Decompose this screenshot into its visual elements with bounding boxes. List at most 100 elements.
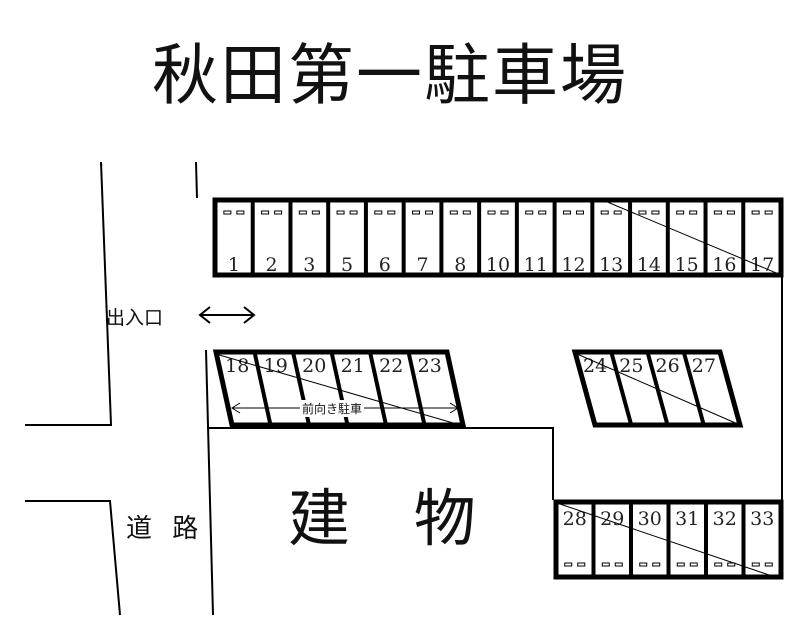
stall-number: 33 bbox=[750, 508, 774, 530]
stall-number: 16 bbox=[712, 254, 736, 276]
road-edge-entrance bbox=[195, 161, 198, 199]
front-parking-label: 前向き駐車 bbox=[300, 400, 365, 417]
wheel-stop-mark bbox=[727, 562, 736, 567]
stall-number: 15 bbox=[675, 254, 699, 276]
stall-number: 21 bbox=[341, 355, 365, 377]
stall-number: 28 bbox=[563, 508, 587, 530]
stall-row-middle_right: 24 25 26 27 bbox=[571, 349, 744, 428]
wheel-stop-mark bbox=[349, 210, 358, 215]
stall-number: 26 bbox=[656, 355, 680, 377]
wheel-stop-mark bbox=[639, 562, 648, 567]
stall-number: 6 bbox=[379, 254, 391, 276]
wheel-stop-mark bbox=[575, 210, 584, 215]
cross-out-line bbox=[556, 502, 776, 578]
stall-divider bbox=[368, 351, 388, 426]
wheel-stop-mark bbox=[751, 562, 760, 567]
wheel-stop-mark bbox=[374, 210, 383, 215]
wheel-stop-mark bbox=[236, 210, 245, 215]
wheel-stop-mark bbox=[412, 210, 421, 215]
wheel-stop-mark bbox=[764, 562, 773, 567]
stall-number: 27 bbox=[692, 355, 716, 377]
wheel-stop-mark bbox=[751, 210, 760, 215]
stall-number: 22 bbox=[379, 355, 403, 377]
wheel-stop-mark bbox=[652, 562, 661, 567]
wheel-stop-mark bbox=[311, 210, 320, 215]
stall-row-middle_left: 18 19 20 21 22 23 bbox=[212, 349, 467, 428]
road-edge-left bbox=[25, 161, 113, 426]
wheel-stop-mark bbox=[676, 210, 685, 215]
road-edge-right bbox=[205, 349, 214, 616]
building-label: 建 物 bbox=[288, 482, 476, 555]
road-lines bbox=[25, 161, 783, 616]
wheel-stop-mark bbox=[487, 210, 496, 215]
wheel-stop-mark bbox=[577, 562, 586, 567]
wheel-stop-mark bbox=[525, 210, 534, 215]
wheel-stop-mark bbox=[336, 210, 345, 215]
cross-out-line bbox=[604, 200, 782, 276]
stall-number: 23 bbox=[418, 355, 442, 377]
wheel-stop-mark bbox=[274, 210, 283, 215]
stall-number: 14 bbox=[637, 254, 661, 276]
wheel-stop-mark bbox=[764, 210, 773, 215]
wheel-stop-mark bbox=[538, 210, 547, 215]
stall-number: 32 bbox=[713, 508, 737, 530]
wheel-stop-mark bbox=[564, 562, 573, 567]
stall-number: 30 bbox=[638, 508, 662, 530]
wheel-stop-mark bbox=[651, 210, 660, 215]
stall-number: 24 bbox=[583, 355, 607, 377]
stall-number: 3 bbox=[303, 254, 315, 276]
entrance-label: 出入口 bbox=[106, 307, 164, 329]
wheel-stop-mark bbox=[462, 210, 471, 215]
building-outline bbox=[207, 427, 554, 500]
stall-number: 2 bbox=[266, 254, 278, 276]
wheel-stop-mark bbox=[449, 210, 458, 215]
stall-number: 31 bbox=[675, 508, 699, 530]
wheel-stop-mark bbox=[689, 562, 698, 567]
wheel-stop-mark bbox=[425, 210, 434, 215]
wheel-stop-mark bbox=[601, 562, 610, 567]
wheel-stop-mark bbox=[500, 210, 509, 215]
stall-number: 10 bbox=[486, 254, 510, 276]
stall-number: 25 bbox=[619, 355, 643, 377]
wheel-stop-mark bbox=[714, 562, 723, 567]
wheel-stop-mark bbox=[713, 210, 722, 215]
stall-divider bbox=[681, 351, 706, 426]
wheel-stop-mark bbox=[689, 210, 698, 215]
cross-out-line bbox=[215, 353, 461, 426]
wheel-stop-mark bbox=[600, 210, 609, 215]
stall-number: 8 bbox=[454, 254, 466, 276]
road-edge-lower-left bbox=[25, 500, 121, 616]
wheel-stop-mark bbox=[676, 562, 685, 567]
stall-number: 20 bbox=[302, 355, 326, 377]
stall-number: 13 bbox=[599, 254, 623, 276]
cross-out-line bbox=[576, 353, 741, 426]
stall-divider bbox=[252, 351, 273, 426]
stall-number: 19 bbox=[264, 355, 288, 377]
wheel-stop-mark bbox=[298, 210, 307, 215]
stall-divider bbox=[609, 351, 634, 426]
wheel-stop-mark bbox=[387, 210, 396, 215]
wheel-stop-mark bbox=[261, 210, 270, 215]
stall-number: 1 bbox=[228, 254, 240, 276]
wheel-stop-mark bbox=[614, 562, 623, 567]
stall-divider bbox=[406, 351, 427, 426]
wheel-stop-mark bbox=[726, 210, 735, 215]
road-label: 道 路 bbox=[126, 514, 205, 544]
stall-number: 7 bbox=[416, 254, 428, 276]
stall-number: 12 bbox=[561, 254, 585, 276]
stall-number: 29 bbox=[600, 508, 624, 530]
stall-number: 5 bbox=[341, 254, 353, 276]
stall-number: 18 bbox=[225, 355, 249, 377]
wheel-stop-mark bbox=[638, 210, 647, 215]
stall-number: 17 bbox=[750, 254, 774, 276]
wheel-stop-mark bbox=[562, 210, 571, 215]
stall-row-bottom: 28 29 30 31 32 33 bbox=[553, 499, 784, 580]
wheel-stop-mark bbox=[223, 210, 232, 215]
entrance-arrow-icon bbox=[198, 306, 256, 324]
stall-number: 11 bbox=[524, 254, 548, 276]
wheel-stop-mark bbox=[613, 210, 622, 215]
stall-divider bbox=[645, 351, 670, 426]
